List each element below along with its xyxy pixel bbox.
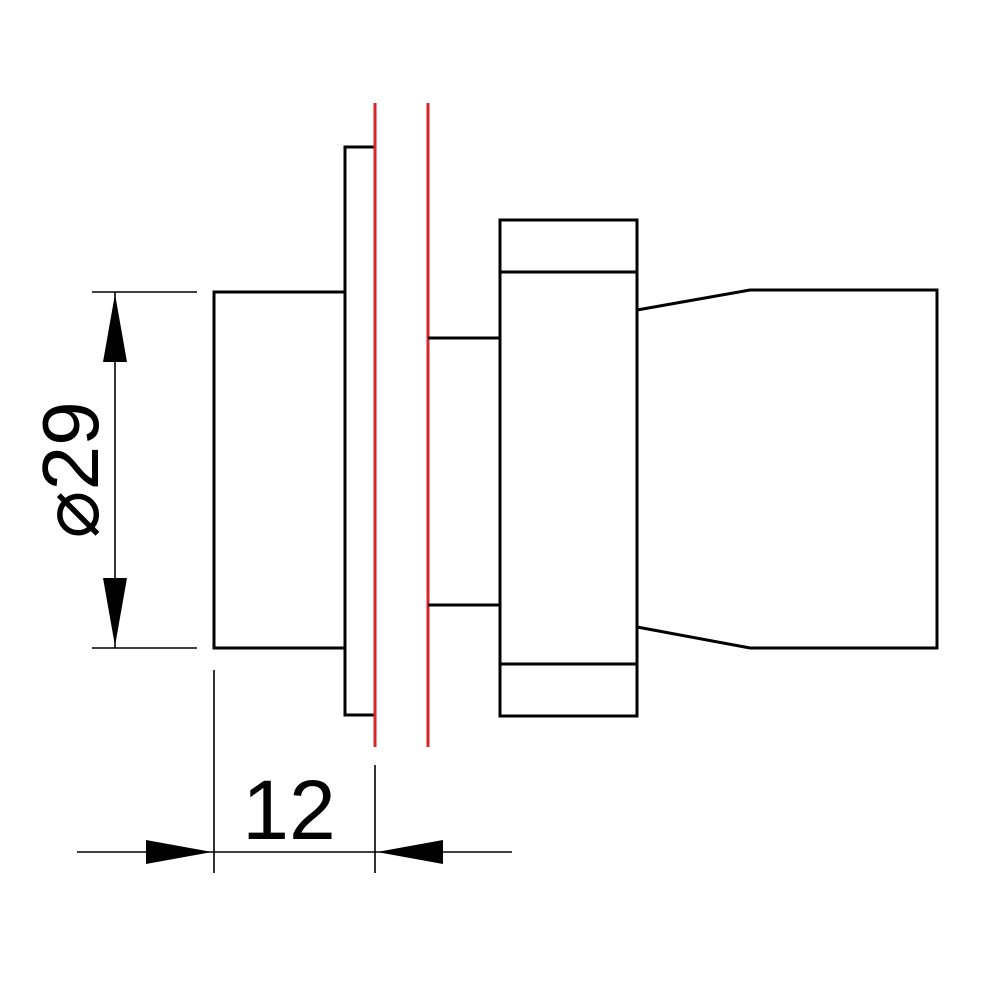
mounting-nut <box>498 218 639 718</box>
diameter-label: ⌀29 <box>26 401 115 538</box>
bezel-flange <box>343 145 375 717</box>
diameter-arrow-bottom <box>103 578 127 646</box>
svg-text:⌀29: ⌀29 <box>26 401 115 538</box>
width-arrow-left <box>146 840 212 864</box>
width-label: 12 <box>242 763 335 857</box>
width-arrow-right <box>377 840 443 864</box>
rear-body <box>636 288 939 650</box>
diameter-arrow-top <box>103 294 127 362</box>
diameter-value: 29 <box>26 401 115 490</box>
diameter-symbol: ⌀ <box>26 490 115 538</box>
button-cap <box>212 290 345 650</box>
